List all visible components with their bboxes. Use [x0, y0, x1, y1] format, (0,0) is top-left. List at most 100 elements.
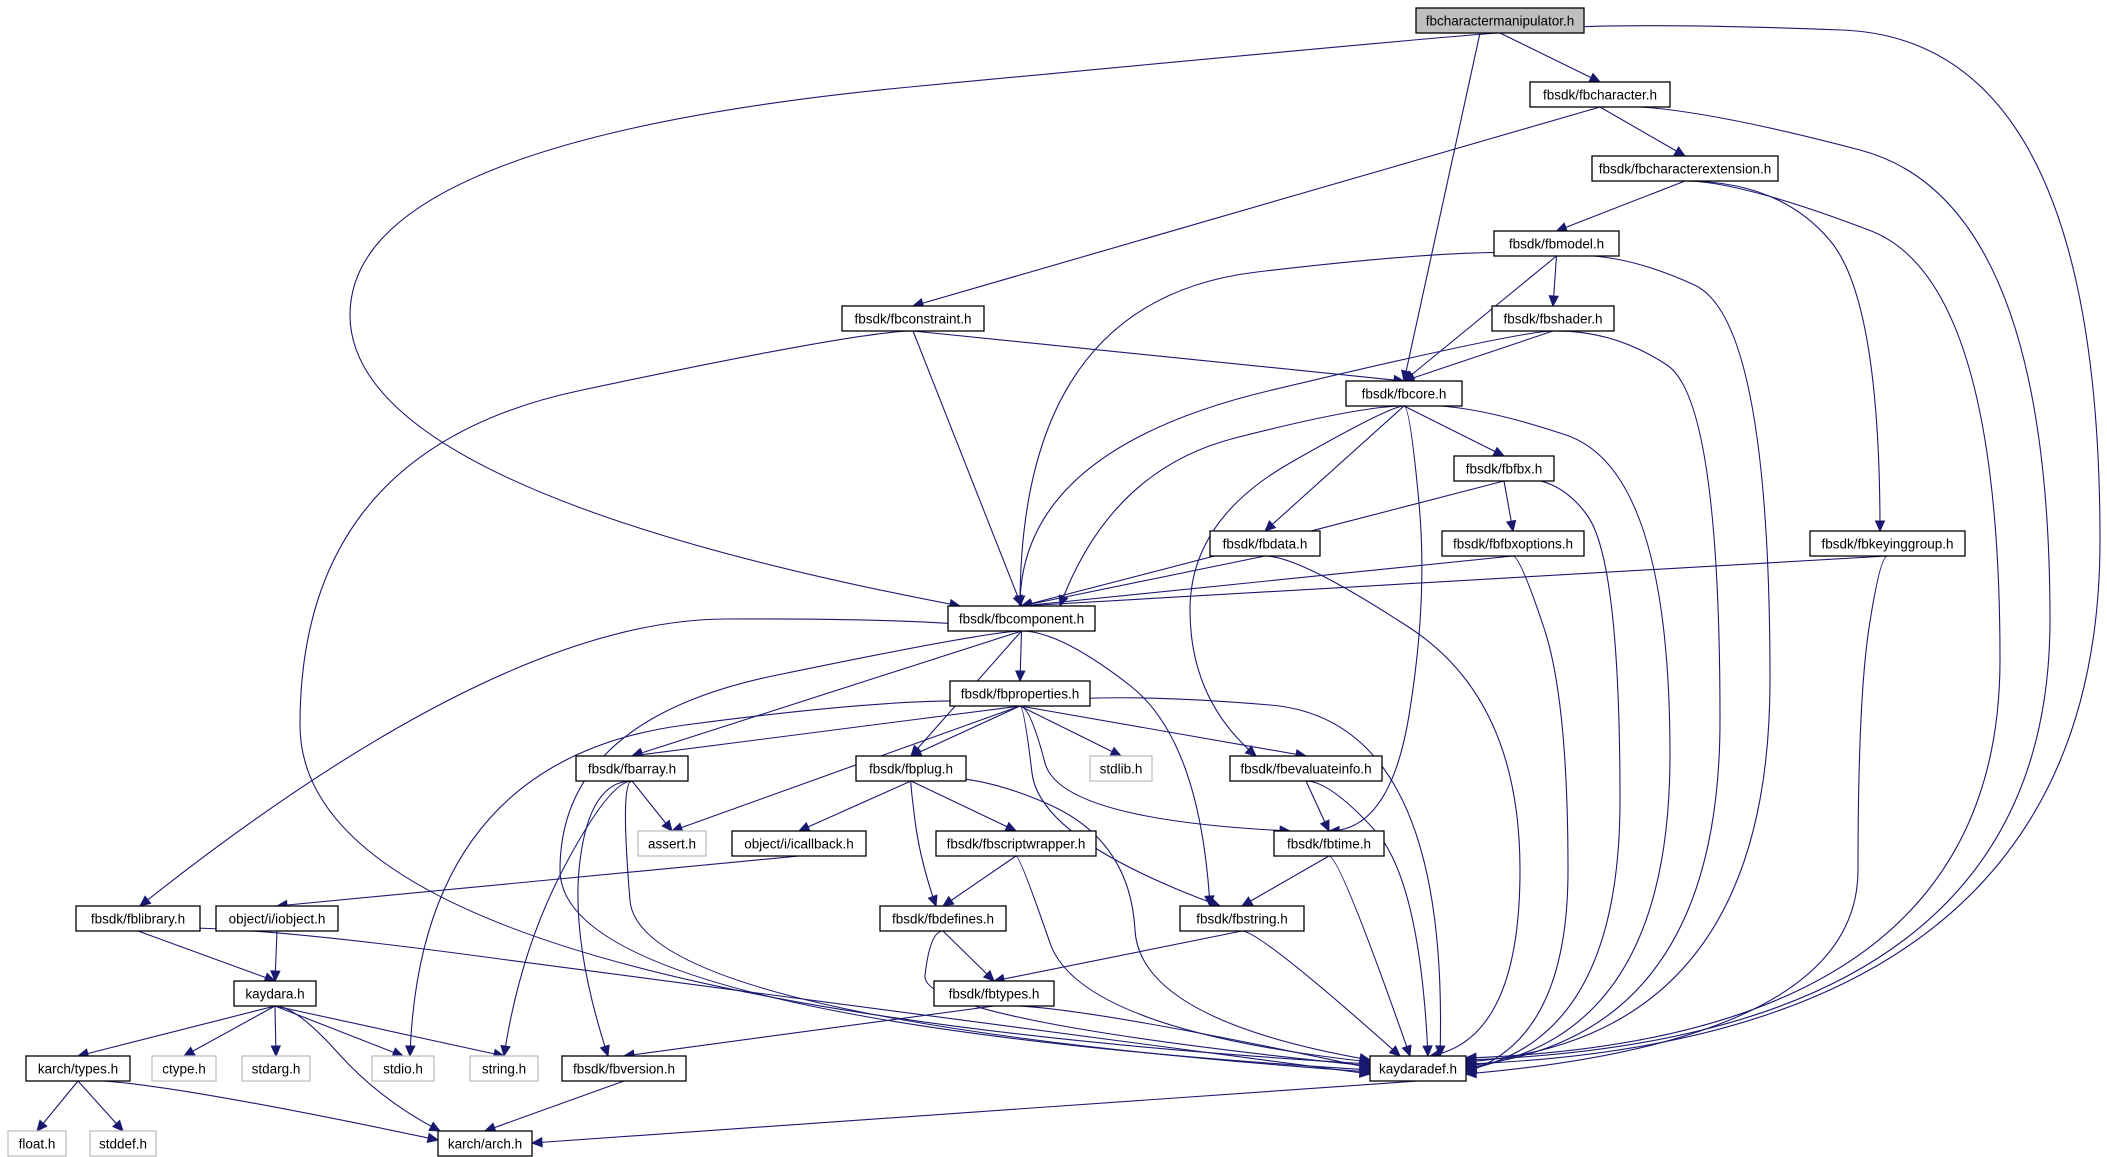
- node-box[interactable]: [25, 1055, 131, 1082]
- node-box[interactable]: [1493, 230, 1620, 257]
- node-fbcore[interactable]: fbsdk/fbcore.h: [1345, 380, 1463, 407]
- edge-kaydara-to-karchtypes: [77, 1005, 276, 1057]
- node-fbfbx[interactable]: fbsdk/fbfbx.h: [1453, 455, 1555, 482]
- node-box[interactable]: [89, 1130, 157, 1157]
- edge-fbarray-to-string: [503, 780, 633, 1057]
- node-label: fbsdk/fbarray.h: [588, 762, 676, 777]
- node-ctype[interactable]: ctype.h: [151, 1055, 217, 1082]
- node-fbtime[interactable]: fbsdk/fbtime.h: [1273, 830, 1385, 857]
- node-box[interactable]: [215, 905, 339, 932]
- node-box[interactable]: [151, 1055, 217, 1082]
- node-label: fbsdk/fbcharacter.h: [1543, 88, 1657, 103]
- node-box[interactable]: [933, 980, 1055, 1007]
- node-fbshader[interactable]: fbsdk/fbshader.h: [1491, 305, 1615, 332]
- node-fblibrary[interactable]: fbsdk/fblibrary.h: [75, 905, 201, 932]
- node-box[interactable]: [637, 830, 707, 857]
- node-box[interactable]: [7, 1130, 67, 1157]
- edge-fbscriptwrapper-to-kaydaradef: [1015, 855, 1371, 1063]
- node-karchtypes[interactable]: karch/types.h: [25, 1055, 131, 1082]
- edge-fbcharacter-to-kaydaradef: [1465, 105, 2051, 1061]
- arrowhead-fbarray-to-fbversion: [599, 1044, 610, 1058]
- node-stdlib[interactable]: stdlib.h: [1089, 755, 1153, 782]
- node-fbversion[interactable]: fbsdk/fbversion.h: [561, 1055, 687, 1082]
- node-fbevaluateinfo[interactable]: fbsdk/fbevaluateinfo.h: [1229, 755, 1383, 782]
- node-box[interactable]: [371, 1055, 435, 1082]
- node-box[interactable]: [1441, 530, 1585, 557]
- node-box[interactable]: [469, 1055, 539, 1082]
- node-fbplug[interactable]: fbsdk/fbplug.h: [855, 755, 967, 782]
- node-assert[interactable]: assert.h: [637, 830, 707, 857]
- node-box[interactable]: [1345, 380, 1463, 407]
- node-box[interactable]: [1229, 755, 1383, 782]
- node-stdarg[interactable]: stdarg.h: [241, 1055, 311, 1082]
- node-fbkeyinggroup[interactable]: fbsdk/fbkeyinggroup.h: [1809, 530, 1966, 557]
- node-icallback[interactable]: object/i/icallback.h: [731, 830, 867, 857]
- node-kaydara[interactable]: kaydara.h: [233, 980, 317, 1007]
- node-label: fbsdk/fbversion.h: [573, 1062, 675, 1077]
- edge-fbarray-to-kaydaradef: [624, 780, 1371, 1073]
- node-box[interactable]: [1491, 305, 1615, 332]
- arrowhead-fbmodel-to-fbshader: [1548, 295, 1559, 308]
- arrowhead-fbtime-to-kaydaradef: [1401, 1044, 1412, 1058]
- node-box[interactable]: [1453, 455, 1555, 482]
- node-box[interactable]: [1179, 905, 1305, 932]
- node-box[interactable]: [575, 755, 689, 782]
- node-label: fbcharactermanipulator.h: [1426, 14, 1575, 29]
- node-fbstring[interactable]: fbsdk/fbstring.h: [1179, 905, 1305, 932]
- arrowhead-fbscriptwrapper-to-fbdefines: [941, 895, 955, 907]
- edge-fbmodel-to-fbcore: [1403, 255, 1557, 382]
- node-arch[interactable]: karch/arch.h: [437, 1130, 533, 1157]
- node-root[interactable]: fbcharactermanipulator.h: [1415, 7, 1585, 34]
- node-fbdata[interactable]: fbsdk/fbdata.h: [1209, 530, 1321, 557]
- node-box[interactable]: [1089, 755, 1153, 782]
- node-label: kaydara.h: [245, 987, 304, 1002]
- node-fbdefines[interactable]: fbsdk/fbdefines.h: [879, 905, 1007, 932]
- node-box[interactable]: [561, 1055, 687, 1082]
- node-box[interactable]: [879, 905, 1007, 932]
- node-label: object/i/iobject.h: [229, 912, 326, 927]
- node-box[interactable]: [1415, 7, 1585, 34]
- node-box[interactable]: [1591, 155, 1779, 182]
- node-fbtypes[interactable]: fbsdk/fbtypes.h: [933, 980, 1055, 1007]
- node-fbcharacter[interactable]: fbsdk/fbcharacter.h: [1529, 81, 1671, 108]
- arrowhead-kaydara-to-stdio: [391, 1047, 405, 1058]
- edge-fbstring-to-fbtypes: [993, 930, 1243, 982]
- node-box[interactable]: [1369, 1055, 1467, 1082]
- node-box[interactable]: [1273, 830, 1385, 857]
- node-float[interactable]: float.h: [7, 1130, 67, 1157]
- node-box[interactable]: [731, 830, 867, 857]
- node-box[interactable]: [947, 605, 1096, 632]
- node-fbfbxoptions[interactable]: fbsdk/fbfbxoptions.h: [1441, 530, 1585, 557]
- node-fbconstraint[interactable]: fbsdk/fbconstraint.h: [841, 305, 985, 332]
- node-box[interactable]: [949, 680, 1091, 707]
- node-label: fbsdk/fbevaluateinfo.h: [1240, 762, 1371, 777]
- edge-fbtypes-to-fbversion: [623, 1005, 995, 1057]
- node-box[interactable]: [241, 1055, 311, 1082]
- node-fbproperties[interactable]: fbsdk/fbproperties.h: [949, 680, 1091, 707]
- node-box[interactable]: [233, 980, 317, 1007]
- node-fbcharacterextension[interactable]: fbsdk/fbcharacterextension.h: [1591, 155, 1779, 182]
- node-iobject[interactable]: object/i/iobject.h: [215, 905, 339, 932]
- arrowhead-fbplug-to-fbdefines: [927, 894, 938, 908]
- node-fbcomponent[interactable]: fbsdk/fbcomponent.h: [947, 605, 1096, 632]
- node-box[interactable]: [855, 755, 967, 782]
- node-string[interactable]: string.h: [469, 1055, 539, 1082]
- edge-fbarray-to-assert: [631, 780, 673, 832]
- edge-fbcore-to-fbtime: [1328, 405, 1423, 832]
- node-fbscriptwrapper[interactable]: fbsdk/fbscriptwrapper.h: [935, 830, 1097, 857]
- node-box[interactable]: [1529, 81, 1671, 108]
- node-box[interactable]: [1809, 530, 1966, 557]
- edge-fbcharacterextension-to-kaydaradef: [1465, 180, 2001, 1059]
- node-stdio[interactable]: stdio.h: [371, 1055, 435, 1082]
- node-fbarray[interactable]: fbsdk/fbarray.h: [575, 755, 689, 782]
- node-fbmodel[interactable]: fbsdk/fbmodel.h: [1493, 230, 1620, 257]
- node-kaydaradef[interactable]: kaydaradef.h: [1369, 1055, 1467, 1082]
- node-box[interactable]: [841, 305, 985, 332]
- edges-layer: [36, 25, 2101, 1148]
- node-box[interactable]: [1209, 530, 1321, 557]
- arrowhead-fbevaluateinfo-to-kaydaradef: [1422, 1045, 1433, 1058]
- node-stddef[interactable]: stddef.h: [89, 1130, 157, 1157]
- node-box[interactable]: [935, 830, 1097, 857]
- node-box[interactable]: [75, 905, 201, 932]
- node-box[interactable]: [437, 1130, 533, 1157]
